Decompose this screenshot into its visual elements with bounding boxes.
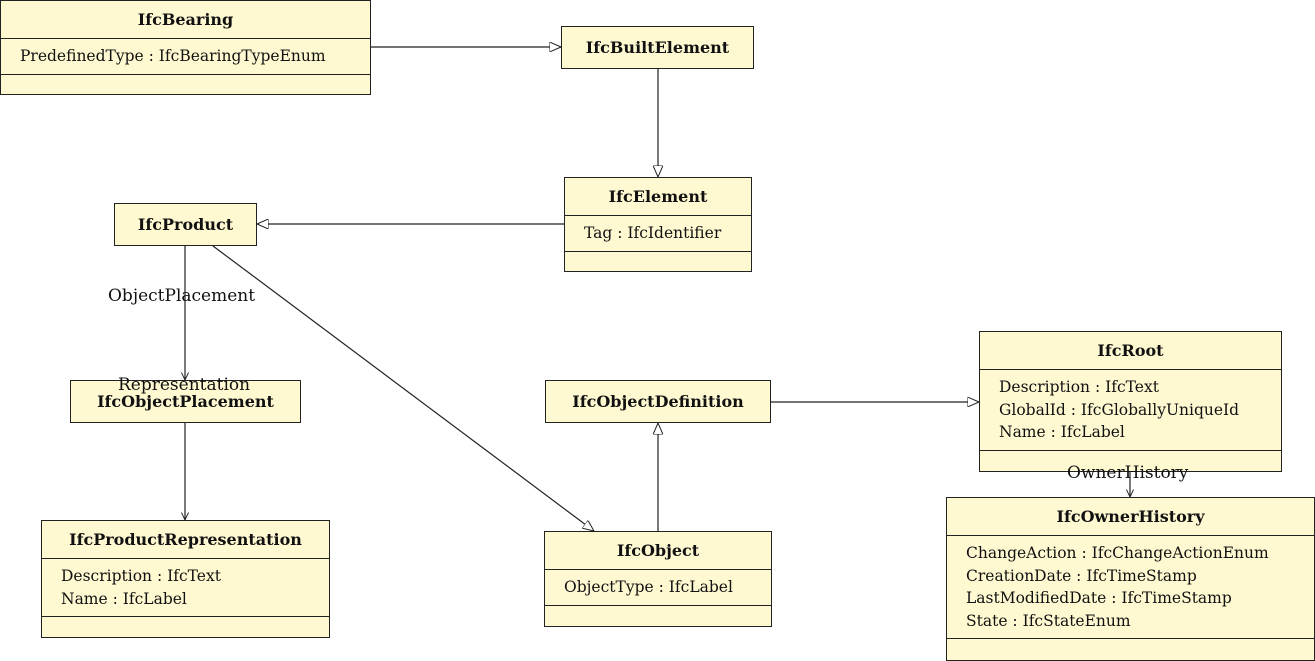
class-name: IfcRoot — [1097, 341, 1164, 360]
association-label-objectplacement: ObjectPlacement — [108, 286, 256, 306]
class-attributes: ChangeAction : IfcChangeActionEnum Creat… — [947, 535, 1314, 638]
class-ifcownerhistory[interactable]: IfcOwnerHistory ChangeAction : IfcChange… — [946, 497, 1315, 661]
attribute: ObjectType : IfcLabel — [564, 578, 733, 596]
attribute: GlobalId : IfcGloballyUniqueId — [999, 400, 1240, 419]
attribute: Description : IfcText — [999, 378, 1159, 396]
class-name: IfcProduct — [137, 215, 234, 234]
generalization-product-to-object — [212, 245, 594, 531]
class-ifcproductrepresentation[interactable]: IfcProductRepresentation Description : I… — [41, 520, 330, 638]
attribute: Tag : IfcIdentifier — [584, 224, 722, 242]
class-operations — [545, 604, 771, 627]
association-label-representation: Representation — [118, 375, 251, 395]
attribute: State : IfcStateEnum — [966, 611, 1131, 630]
class-ifcobjectdefinition[interactable]: IfcObjectDefinition — [545, 380, 771, 423]
class-operations — [980, 449, 1281, 472]
class-attributes: Description : IfcText Name : IfcLabel — [42, 558, 329, 616]
class-ifcbearing[interactable]: IfcBearing PredefinedType : IfcBearingTy… — [0, 0, 371, 95]
class-attributes: ObjectType : IfcLabel — [545, 569, 771, 605]
attribute: Name : IfcLabel — [999, 423, 1125, 441]
class-ifcbuiltelement[interactable]: IfcBuiltElement — [561, 26, 754, 69]
attribute: Name : IfcLabel — [61, 589, 187, 608]
class-name: IfcObjectDefinition — [572, 392, 744, 411]
class-attributes: Tag : IfcIdentifier — [565, 215, 751, 251]
class-ifcobject[interactable]: IfcObject ObjectType : IfcLabel — [544, 531, 772, 627]
class-attributes: Description : IfcText GlobalId : IfcGlob… — [980, 369, 1281, 450]
class-name: IfcProductRepresentation — [69, 530, 302, 549]
class-attributes: PredefinedType : IfcBearingTypeEnum — [1, 38, 370, 74]
association-label-ownerhistory: OwnerHistory — [1067, 463, 1189, 483]
class-name: IfcBearing — [137, 10, 234, 29]
class-name: IfcBuiltElement — [585, 38, 730, 57]
class-name: IfcObjectPlacement — [97, 392, 274, 411]
attribute: Description : IfcText — [61, 567, 221, 585]
class-operations — [947, 638, 1314, 660]
class-operations — [42, 616, 329, 637]
class-ifcelement[interactable]: IfcElement Tag : IfcIdentifier — [564, 177, 752, 272]
attribute: PredefinedType : IfcBearingTypeEnum — [20, 47, 326, 65]
attribute: CreationDate : IfcTimeStamp — [966, 566, 1197, 585]
class-ifcproduct[interactable]: IfcProduct — [114, 203, 257, 246]
attribute: ChangeAction : IfcChangeActionEnum — [966, 544, 1269, 562]
class-operations — [565, 250, 751, 272]
class-ifcroot[interactable]: IfcRoot Description : IfcText GlobalId :… — [979, 331, 1282, 472]
class-ifcobjectplacement[interactable]: IfcObjectPlacement — [70, 380, 301, 423]
class-operations — [1, 73, 370, 95]
class-name: IfcObject — [616, 541, 700, 560]
class-name: IfcElement — [608, 187, 708, 206]
class-name: IfcOwnerHistory — [1056, 507, 1205, 526]
attribute: LastModifiedDate : IfcTimeStamp — [966, 589, 1232, 607]
